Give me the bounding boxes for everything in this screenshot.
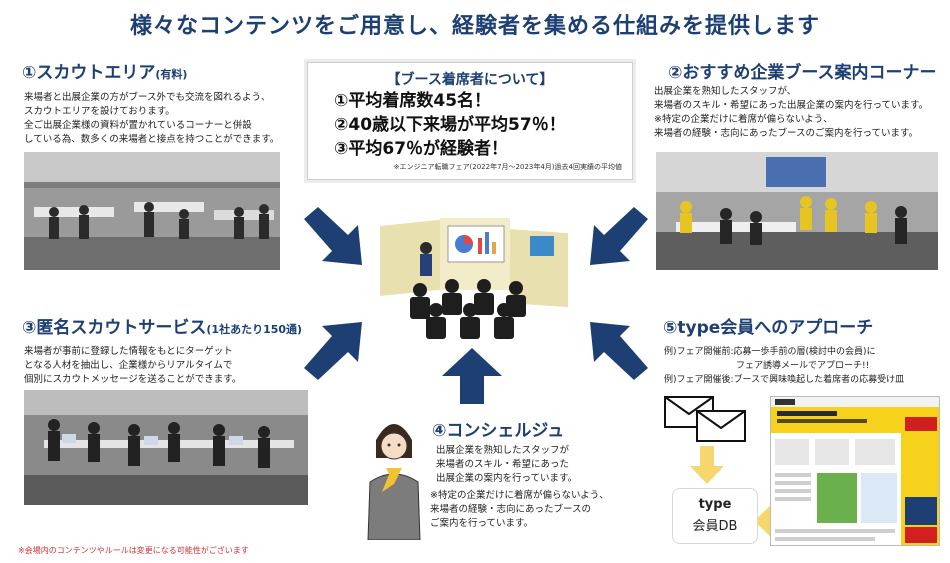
booth-illustration (380, 218, 570, 340)
concierge-title: ④コンシェルジュ (432, 421, 565, 441)
arrow-from-anonymous-icon (304, 322, 362, 380)
scout-area-description: 来場者と出展企業の方がブース外でも交流を図れるよう、 スカウトエリアを設けており… (24, 92, 280, 145)
concierge-figure-icon (362, 410, 426, 541)
concierge-note: ※特定の企業だけに着席が偏らないよう、 来場者の経験・志向にあったブースの ご案… (430, 490, 609, 529)
type-member-title: ⑤type会員へのアプローチ (663, 318, 874, 338)
recommend-corner-description: 出展企業を熟知したスタッフが、 来場者のスキル・希望にあった出展企業の案内を行っ… (654, 86, 929, 139)
type-site-screenshot (770, 396, 940, 546)
scout-area-paid-note: (有料) (155, 68, 188, 81)
footer-disclaimer: ※会場内のコンテンツやルールは変更になる可能性がございます (18, 546, 249, 555)
arrow-down-icon (690, 446, 724, 484)
arrow-from-type-member-icon (590, 322, 648, 380)
callout-footnote: ※エンジニア転職フェア(2022年7月～2023年4月)過去4回実績の平均値 (393, 163, 622, 171)
recommend-corner-title: ②おすすめ企業ブース案内コーナー (668, 63, 937, 83)
arrow-from-concierge-icon (442, 348, 502, 404)
scout-area-title: ①スカウトエリア(有料) (22, 58, 187, 83)
anonymous-scout-limit-note: (1社あたり150通) (206, 323, 303, 336)
anonymous-scout-title-text: ③匿名スカウトサービス (22, 318, 207, 338)
anonymous-scout-description: 来場者が事前に登録した情報をもとにターゲット となる人材を抽出し、企業様からリア… (24, 346, 242, 385)
db-line-2: 会員DB (692, 519, 738, 534)
mail-icon-2 (696, 410, 746, 442)
callout-line-1: ①平均着席数45名！ (334, 91, 492, 111)
scout-area-title-text: ①スカウトエリア (22, 63, 156, 83)
callout-title: 【ブース着席者について】 (386, 72, 554, 88)
db-line-1: type (698, 497, 732, 512)
type-member-description: 例)フェア開催前:応募一歩手前の層(検討中の会員)に フェア誘導メールでアプロー… (664, 347, 905, 385)
arrow-from-scout-icon (304, 207, 362, 265)
page-title: 様々なコンテンツをご用意し、経験者を集める仕組みを提供します (129, 14, 820, 39)
concierge-description: 出展企業を熟知したスタッフが 来場者のスキル・希望にあった 出展企業の案内を行っ… (436, 445, 578, 484)
callout-line-3: ③平均67％が経験者！ (334, 139, 509, 159)
anonymous-scout-photo (24, 390, 308, 505)
callout-line-2: ②40歳以下来場が平均57％！ (334, 115, 566, 135)
booth-attendee-callout: 【ブース着席者について】 ①平均着席数45名！ ②40歳以下来場が平均57％！ … (307, 62, 633, 180)
type-member-db: type 会員DB (672, 488, 758, 544)
scout-area-photo (24, 152, 280, 270)
arrow-from-recommend-icon (590, 207, 648, 265)
anonymous-scout-title: ③匿名スカウトサービス(1社あたり150通) (22, 313, 302, 338)
recommend-corner-photo (656, 152, 938, 270)
